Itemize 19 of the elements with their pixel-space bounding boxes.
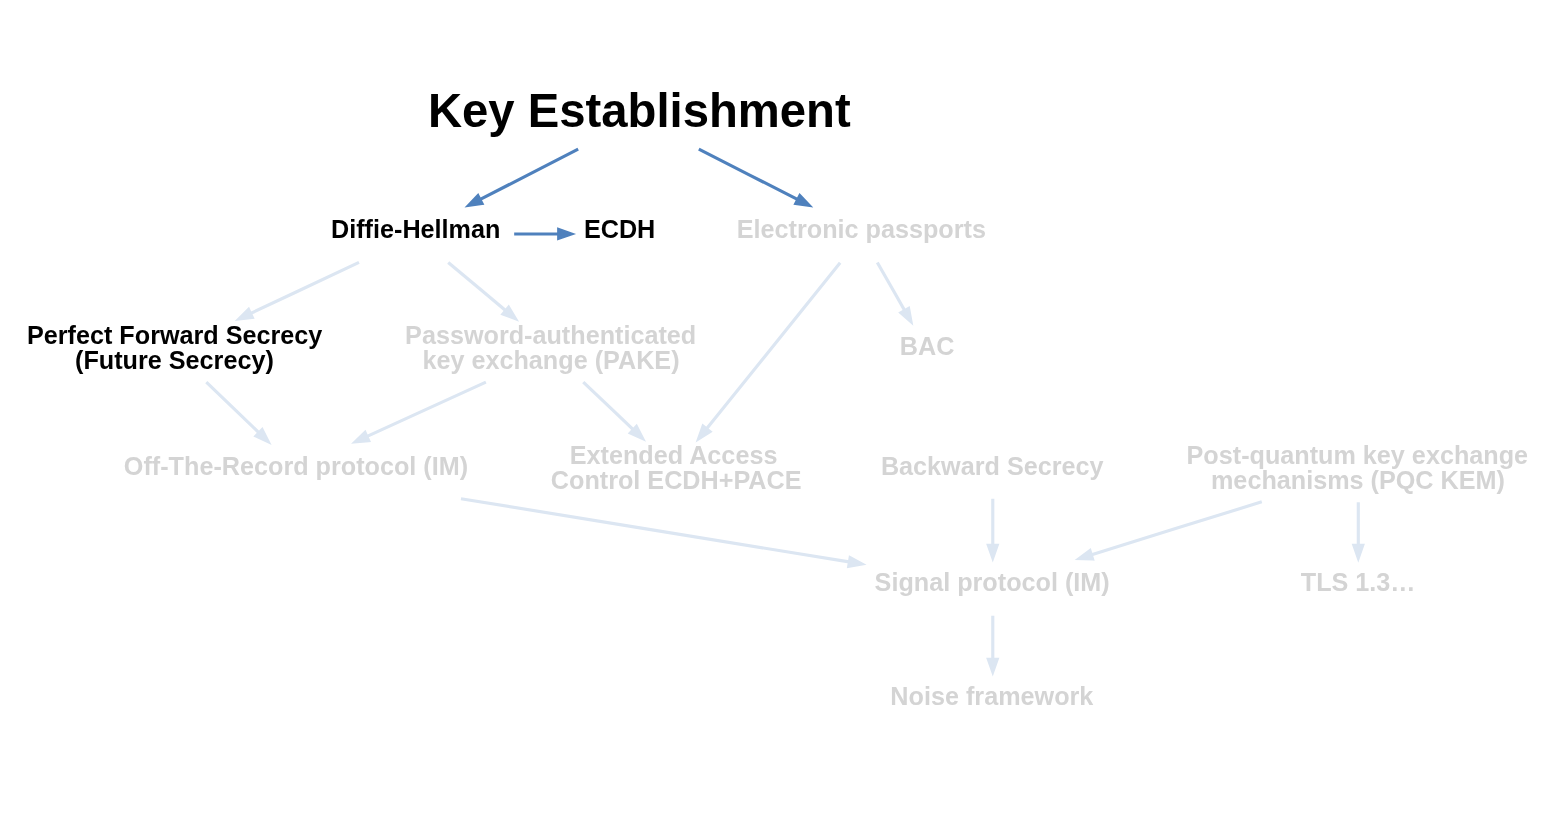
arrow — [875, 261, 914, 326]
arrow — [351, 380, 487, 444]
node-text: Key Establishment — [427, 83, 851, 137]
arrow — [460, 497, 867, 569]
node-text: ECDH — [583, 215, 656, 244]
arrow — [698, 147, 814, 208]
arrow — [695, 261, 842, 443]
arrow — [464, 147, 579, 208]
arrow — [986, 498, 1000, 563]
node-text: Perfect Forward Secrecy (Future Secrecy) — [26, 320, 323, 375]
arrow — [986, 615, 1000, 677]
arrow — [582, 381, 646, 442]
arrow — [205, 381, 272, 445]
arrow — [447, 261, 520, 322]
arrow — [1351, 502, 1365, 563]
arrow — [514, 227, 577, 241]
arrow — [1074, 500, 1263, 561]
node-text: Diffie-Hellman — [331, 215, 501, 244]
arrow — [234, 261, 360, 321]
